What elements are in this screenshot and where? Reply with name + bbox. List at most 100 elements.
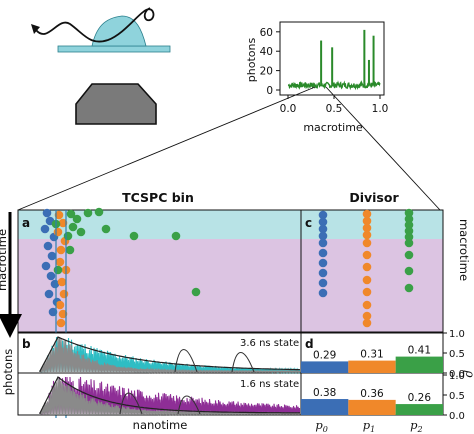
photon-dot-c <box>318 248 328 258</box>
photon-dot-c <box>362 318 372 328</box>
rho-top-bar-1 <box>348 360 396 373</box>
mini-xtick-label-0: 0.0 <box>280 103 297 115</box>
rho-bottom-bar-label-0: 0.38 <box>313 387 336 399</box>
photon-dot-c <box>404 250 414 260</box>
divisor-title: Divisor <box>349 190 399 205</box>
mini-xtick-label-2: 1.0 <box>372 103 389 115</box>
macrotime-right-label: macrotime <box>457 219 471 281</box>
state-top-label: 3.6 ns state <box>240 338 299 349</box>
divisor-xlabel-1: p1 <box>363 418 375 434</box>
rho-top-bar-2 <box>395 356 443 373</box>
rho-bottom-bar-1 <box>348 399 396 415</box>
photon-dot-c <box>404 214 414 224</box>
fit-loop <box>119 392 143 415</box>
mini-ytick-label-1: 20 <box>260 66 273 78</box>
mini-chart-ylabel: photons <box>245 38 258 83</box>
rho-bottom-bar-label-2: 0.26 <box>408 392 432 404</box>
photon-dot-a <box>68 222 78 232</box>
photon-dot-a <box>53 265 63 275</box>
sample-schematic <box>31 7 171 125</box>
photon-dot-c <box>318 278 328 288</box>
photon-dot-c <box>404 226 414 236</box>
photon-dot-a <box>101 224 111 234</box>
photon-dot-a <box>55 300 65 310</box>
photon-dot-c <box>362 262 372 272</box>
photon-dot-c <box>362 250 372 260</box>
mini-chart-plot <box>287 29 381 91</box>
rho-top-bar-label-1: 0.31 <box>360 349 383 361</box>
photon-dot-c <box>404 266 414 276</box>
photon-dot-c <box>404 208 414 218</box>
rho-ytick-label-0: 1.0 <box>449 329 465 340</box>
photon-dot-c <box>362 230 372 240</box>
photon-dot-a <box>47 251 57 261</box>
rho-ytick-label-3: 1.0 <box>449 371 465 382</box>
fit-loop <box>174 349 198 373</box>
objective-lens <box>75 83 157 125</box>
photon-dot-a <box>171 231 181 241</box>
photon-dot-a <box>43 241 53 251</box>
photon-dot-c <box>404 220 414 230</box>
panel-c-frame <box>300 209 444 333</box>
panel-b: b 3.6 ns state 1.6 ns state photons nano… <box>1 332 302 432</box>
panel-d-yticks: 1.00.50.01.00.50.0 <box>443 329 465 422</box>
photon-dot-c <box>318 288 328 298</box>
photon-dot-c <box>318 231 328 241</box>
photon-dot-c <box>362 209 372 219</box>
rho-ytick-label-2: 0.0 <box>449 369 465 380</box>
divisor-xlabel-2: p2 <box>410 418 422 434</box>
panel-c-label: c <box>305 216 312 230</box>
rho-ytick-label-4: 0.5 <box>449 391 465 402</box>
photon-dot-a <box>46 271 56 281</box>
rho-top-bar-label-0: 0.29 <box>313 349 336 361</box>
panel-b-label: b <box>22 337 31 351</box>
photon-dot-a <box>56 318 66 328</box>
fit-loop <box>177 395 201 415</box>
rho-ytick-label-1: 0.5 <box>449 349 465 360</box>
panel-d-xlabels: p0 p1 p2 <box>315 418 422 434</box>
panel-a: a <box>17 207 302 418</box>
tcspc-bin-title: TCSPC bin <box>122 190 194 205</box>
rho-bottom-bar-0 <box>301 399 349 415</box>
photon-dot-c <box>362 287 372 297</box>
panel-c-dots <box>318 208 414 328</box>
photon-dot-c <box>362 311 372 321</box>
panel-a-dots <box>40 207 201 328</box>
photon-dot-a <box>41 261 51 271</box>
fit-curve-bottom <box>39 376 300 414</box>
photon-dot-a <box>42 208 52 218</box>
photon-dot-a <box>72 214 82 224</box>
photon-dot-a <box>58 309 68 319</box>
photon-dot-a <box>50 279 60 289</box>
molecule-arrow-head <box>31 24 40 34</box>
photon-dot-c <box>318 224 328 234</box>
photon-dot-a <box>83 208 93 218</box>
molecule-icon <box>35 7 155 43</box>
mini-ytick-label-2: 40 <box>260 46 273 58</box>
macrotime-left-label: macrotime <box>0 229 9 291</box>
rho-top-bar-0 <box>301 361 349 373</box>
photon-dot-a <box>63 231 73 241</box>
nanotime-label: nanotime <box>133 418 188 432</box>
photon-dot-c <box>362 216 372 226</box>
rho-bottom-bar-label-1: 0.36 <box>360 388 384 400</box>
photon-dot-c <box>362 275 372 285</box>
panel-c: c <box>300 208 444 333</box>
rho-label: ρ <box>463 369 474 377</box>
photon-dot-a <box>54 210 64 220</box>
photon-dot-c <box>404 283 414 293</box>
mini-ytick-label-3: 60 <box>260 27 273 39</box>
photon-dot-a <box>40 224 50 234</box>
photons-label: photons <box>1 349 15 395</box>
photon-dot-a <box>55 257 65 267</box>
photon-dot-a <box>76 227 86 237</box>
divisor-xlabel-0: p0 <box>315 418 327 434</box>
photon-dot-c <box>404 238 414 248</box>
fit-loop <box>231 351 255 373</box>
photon-dot-c <box>318 258 328 268</box>
photon-dot-c <box>318 210 328 220</box>
photon-dot-a <box>44 289 54 299</box>
